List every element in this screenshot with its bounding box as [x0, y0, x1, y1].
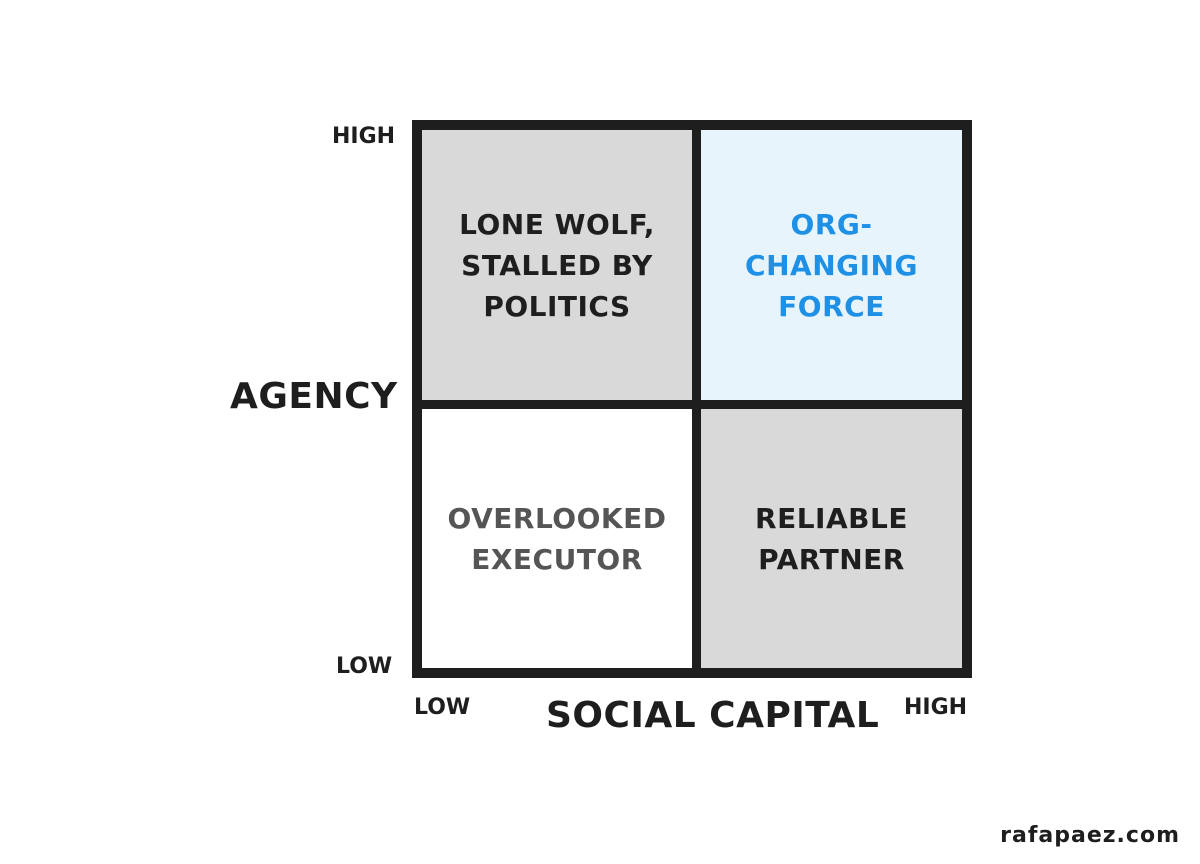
quadrant-org-changing-force-line-3: FORCE	[778, 289, 885, 323]
y-axis-high-label: HIGH	[332, 124, 396, 149]
quadrant-org-changing-force-line-1: ORG-	[790, 207, 873, 241]
y-axis-low-label: LOW	[336, 654, 393, 679]
x-axis-low-label: LOW	[414, 695, 471, 720]
y-axis-title: AGENCY	[230, 376, 398, 417]
quadrant-overlooked-executor-line-1: OVERLOOKED	[447, 501, 667, 535]
quadrant-grid: LONE WOLF, STALLED BY POLITICS ORG- CHAN…	[412, 120, 972, 678]
quadrant-overlooked-executor: OVERLOOKED EXECUTOR	[422, 409, 692, 668]
x-axis-title: SOCIAL CAPITAL	[546, 695, 880, 736]
watermark-link[interactable]: rafapaez.com	[1000, 823, 1180, 848]
quadrant-reliable-partner-line-1: RELIABLE	[755, 501, 908, 535]
quadrant-org-changing-force: ORG- CHANGING FORCE	[701, 130, 962, 400]
quadrant-lone-wolf-line-1: LONE WOLF,	[459, 207, 655, 241]
quadrant-lone-wolf-line-2: STALLED BY	[461, 248, 653, 282]
quadrant-org-changing-force-line-2: CHANGING	[745, 248, 918, 282]
quadrant-reliable-partner: RELIABLE PARTNER	[701, 409, 962, 668]
quadrant-lone-wolf-line-3: POLITICS	[483, 289, 631, 323]
x-axis-high-label: HIGH	[904, 695, 968, 720]
quadrant-lone-wolf: LONE WOLF, STALLED BY POLITICS	[422, 130, 692, 400]
quadrant-reliable-partner-line-2: PARTNER	[758, 542, 905, 576]
quadrant-overlooked-executor-line-2: EXECUTOR	[471, 542, 643, 576]
